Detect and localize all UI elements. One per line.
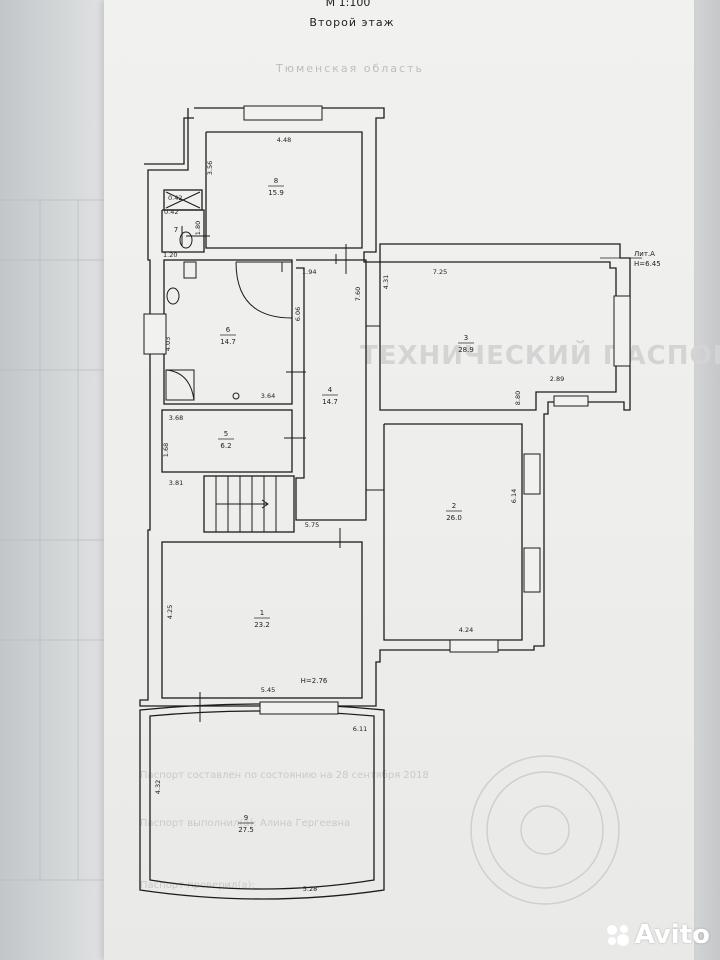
footer-line-2: Паспорт выполнил(а): Алина Гергеевна (140, 818, 350, 829)
room-8-number: 8 (274, 177, 278, 185)
dim-label: 3.68 (169, 414, 183, 422)
windows (143, 105, 631, 715)
page-shadow (694, 0, 720, 960)
dim-label: 5.75 (305, 521, 319, 529)
room-6-area: 14.7 (220, 338, 236, 346)
room-5-number: 5 (224, 430, 228, 438)
footer-line-1: Паспорт составлен по состоянию на 28 сен… (140, 770, 429, 781)
dim-label: 1.94 (302, 268, 316, 276)
room-9-area: 27.5 (238, 826, 254, 834)
doors (181, 226, 384, 722)
room-5-area: 6.2 (220, 442, 231, 450)
dim-label: 4.32 (154, 780, 162, 794)
room-4-number: 4 (328, 386, 333, 394)
room-1-area: 23.2 (254, 621, 270, 629)
dim-label: 4.48 (277, 136, 291, 144)
room-7-number: 7 (174, 226, 178, 234)
faded-region-text: Тюменская область (275, 62, 424, 75)
left-page-table-lines (0, 199, 104, 881)
floor-plan-sheet (104, 0, 694, 960)
previous-page-edge (0, 0, 105, 960)
dim-label: 4.24 (459, 626, 473, 634)
dim-label: 3.64 (261, 392, 275, 400)
dim-label: 0.42 (164, 208, 178, 216)
room-1-number: 1 (260, 609, 264, 617)
room-3-area: 28.9 (458, 346, 474, 354)
dim-label: 2.89 (550, 375, 564, 383)
dim-label: 5.45 (261, 686, 275, 694)
dim-label: 7.25 (433, 268, 447, 276)
dim-label: 1.20 (163, 251, 177, 259)
technical-passport-stamp: ТЕХНИЧЕСКИЙ ПАСПОРТ (360, 339, 720, 371)
dim-label: 0.42 (168, 194, 182, 202)
dim-label: 4.25 (166, 605, 174, 619)
dim-label: 5.28 (303, 885, 317, 893)
avito-watermark: Avito (605, 920, 710, 950)
avito-wordmark: Avito (634, 920, 710, 950)
dim-label: 4.31 (382, 275, 390, 289)
room-6-number: 6 (226, 326, 231, 334)
dim-label: 3.56 (206, 161, 214, 175)
dim-label: 4.03 (164, 337, 172, 351)
scale-label: М 1:100 (326, 0, 371, 9)
dim-label: 1.68 (162, 443, 170, 457)
room-2-number: 2 (452, 502, 456, 510)
room-9-number: 9 (244, 814, 248, 822)
floor-title: Второй этаж (309, 16, 394, 29)
room-height-label: H=2.76 (301, 677, 328, 685)
room-labels: H=2.76 1 23.2 2 26.0 3 28.9 4 14.7 5 6.2… (174, 177, 474, 834)
building-height: H=6.45 (634, 260, 661, 268)
dim-label: 6.11 (353, 725, 367, 733)
dim-label: 6.06 (294, 307, 302, 321)
dim-label: 1.80 (194, 221, 202, 235)
faded-footer: Паспорт составлен по состоянию на 28 сен… (140, 770, 429, 891)
room-2-area: 26.0 (446, 514, 462, 522)
room-4-area: 14.7 (322, 398, 338, 406)
building-label: Лит.А H=6.45 (600, 250, 661, 268)
dim-label: 8.80 (514, 391, 522, 405)
building-lit: Лит.А (634, 250, 655, 258)
stairs (215, 476, 277, 532)
dim-label: 6.14 (510, 489, 518, 503)
room-8-area: 15.9 (268, 189, 284, 197)
walls (139, 107, 631, 900)
bathroom-fixtures (165, 191, 240, 401)
dim-label: 3.81 (169, 479, 183, 487)
room-3-number: 3 (464, 334, 468, 342)
dimension-labels: 4.48 3.56 0.42 0.42 1.80 1.20 1.94 7.60 … (154, 136, 564, 893)
round-seal (470, 755, 620, 905)
avito-logo-icon (606, 925, 629, 946)
dim-label: 7.60 (354, 287, 362, 301)
